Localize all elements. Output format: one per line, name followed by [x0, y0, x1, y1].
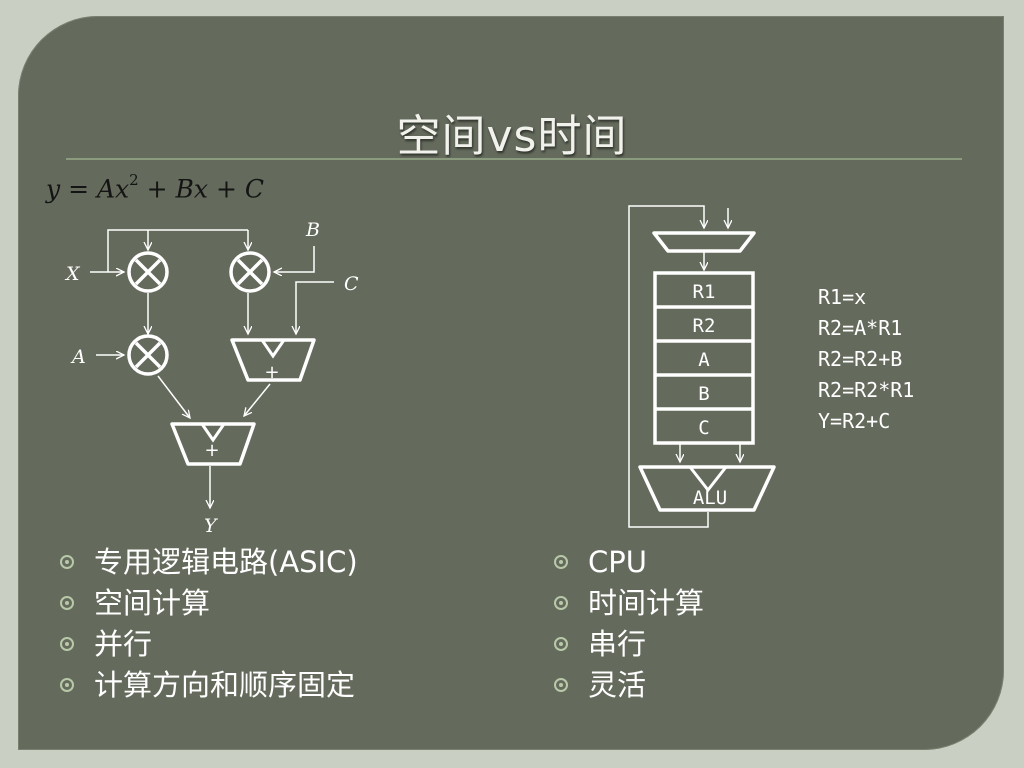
wire-mul3-to-add2: [157, 375, 190, 418]
formula-x1: x: [115, 174, 130, 204]
multiplier-1: [127, 251, 169, 293]
wire-add1-to-add2: [244, 383, 271, 416]
wire-c-to-add1: [296, 281, 334, 334]
list-item: 并行: [60, 624, 358, 665]
bullet-icon: [60, 637, 74, 651]
register-r1: R1: [693, 281, 716, 303]
bullet-text: 并行: [94, 627, 153, 661]
program-listing: R1=x R2=A*R1 R2=R2+B R2=R2*R1 Y=R2+C: [818, 282, 914, 437]
adder-1-symbol: +: [264, 362, 279, 383]
bullet-text: 串行: [588, 627, 647, 661]
formula-c: C: [244, 174, 264, 204]
input-mux: [652, 231, 756, 253]
label-c: C: [344, 273, 359, 295]
register-b: B: [698, 383, 709, 405]
label-x: X: [64, 263, 81, 285]
label-y: Y: [204, 515, 219, 537]
register-a: A: [698, 349, 710, 371]
bullet-icon: [554, 596, 568, 610]
slide-background: [18, 16, 1004, 750]
formula-y: y: [46, 174, 61, 204]
list-item: 灵活: [554, 665, 704, 706]
wire-alu-feedback: [628, 205, 709, 528]
program-line: R2=A*R1: [818, 316, 903, 340]
asic-diagram: [90, 229, 334, 508]
alu-label: ALU: [693, 487, 727, 509]
formula-a: A: [96, 174, 116, 204]
label-b: B: [305, 219, 320, 241]
multiplier-3: [127, 334, 169, 376]
bullet-text: 专用逻辑电路(ASIC): [94, 545, 358, 579]
wire-b-to-mul2: [274, 246, 315, 272]
list-item: 空间计算: [60, 583, 358, 624]
bullet-text: 计算方向和顺序固定: [94, 668, 356, 702]
cpu-diagram: [628, 205, 740, 528]
formula-equals: =: [60, 174, 97, 204]
asic-bullet-list: 专用逻辑电路(ASIC) 空间计算 并行 计算方向和顺序固定: [60, 542, 358, 706]
program-line: R1=x: [818, 285, 867, 309]
register-c: C: [698, 417, 709, 439]
title-divider: [66, 158, 962, 160]
multiplier-2: [229, 251, 271, 293]
bullet-text: 空间计算: [94, 586, 211, 620]
bullet-icon: [60, 555, 74, 569]
list-item: 专用逻辑电路(ASIC): [60, 542, 358, 583]
bullet-icon: [554, 637, 568, 651]
adder-2: +: [170, 422, 256, 466]
cpu-bullet-list: CPU 时间计算 串行 灵活: [554, 542, 704, 706]
wire-x-bus: [107, 229, 248, 272]
bullet-icon: [554, 555, 568, 569]
adder-2-symbol: +: [204, 440, 219, 461]
list-item: 串行: [554, 624, 704, 665]
formula-b: B: [175, 174, 194, 204]
alu: ALU: [638, 465, 776, 512]
quadratic-formula: y = Ax2 + Bx + C: [46, 171, 264, 204]
list-item: 时间计算: [554, 583, 704, 624]
adder-1: +: [230, 338, 316, 383]
bullet-icon: [60, 596, 74, 610]
formula-plus-1: +: [138, 174, 176, 204]
bullet-icon: [60, 678, 74, 692]
bullet-text: CPU: [588, 545, 647, 579]
formula-exponent: 2: [129, 171, 139, 189]
list-item: CPU: [554, 542, 704, 583]
bullet-text: 灵活: [588, 668, 647, 702]
formula-plus-2: +: [208, 174, 245, 204]
list-item: 计算方向和顺序固定: [60, 665, 358, 706]
label-a: A: [70, 346, 86, 368]
slide-title: 空间vs时间: [396, 111, 628, 162]
bullet-icon: [554, 678, 568, 692]
register-r2: R2: [693, 315, 716, 337]
bullet-text: 时间计算: [588, 586, 705, 620]
formula-x2: x: [193, 174, 209, 204]
register-file: R1 R2 A B C: [653, 271, 755, 445]
program-line: R2=R2*R1: [818, 378, 915, 402]
program-line: Y=R2+C: [818, 409, 891, 433]
program-line: R2=R2+B: [818, 347, 903, 371]
